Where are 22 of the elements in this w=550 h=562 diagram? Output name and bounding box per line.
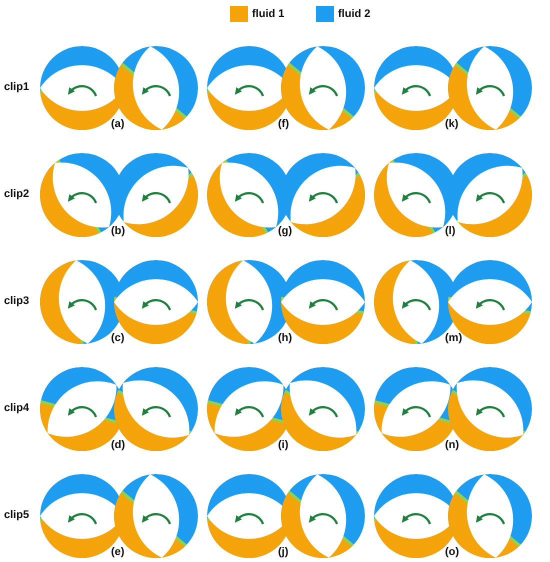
- row-label: clip3: [4, 296, 30, 307]
- row-label: clip2: [4, 189, 30, 200]
- row-label: clip4: [4, 403, 30, 414]
- panel-label: (a): [111, 119, 124, 130]
- panel-label: (n): [445, 440, 460, 451]
- row-label: clip1: [4, 82, 30, 93]
- legend-label: fluid 2: [338, 9, 370, 20]
- panel-label: (i): [278, 440, 288, 451]
- panel-label: (o): [445, 547, 460, 558]
- panel-label: (j): [278, 547, 288, 558]
- panel-label: (k): [445, 119, 458, 130]
- panel-label: (f): [278, 119, 289, 130]
- panel-label: (h): [278, 333, 292, 344]
- panel-label: (b): [111, 226, 126, 237]
- legend-label: fluid 1: [252, 9, 284, 20]
- panel-label: (l): [445, 226, 456, 237]
- panel-label: (d): [111, 440, 126, 451]
- row-label: clip5: [4, 510, 30, 521]
- panel-label: (c): [111, 333, 124, 344]
- panel-label: (m): [445, 333, 462, 344]
- panel-label: (e): [111, 547, 124, 558]
- panel-label: (g): [278, 226, 292, 237]
